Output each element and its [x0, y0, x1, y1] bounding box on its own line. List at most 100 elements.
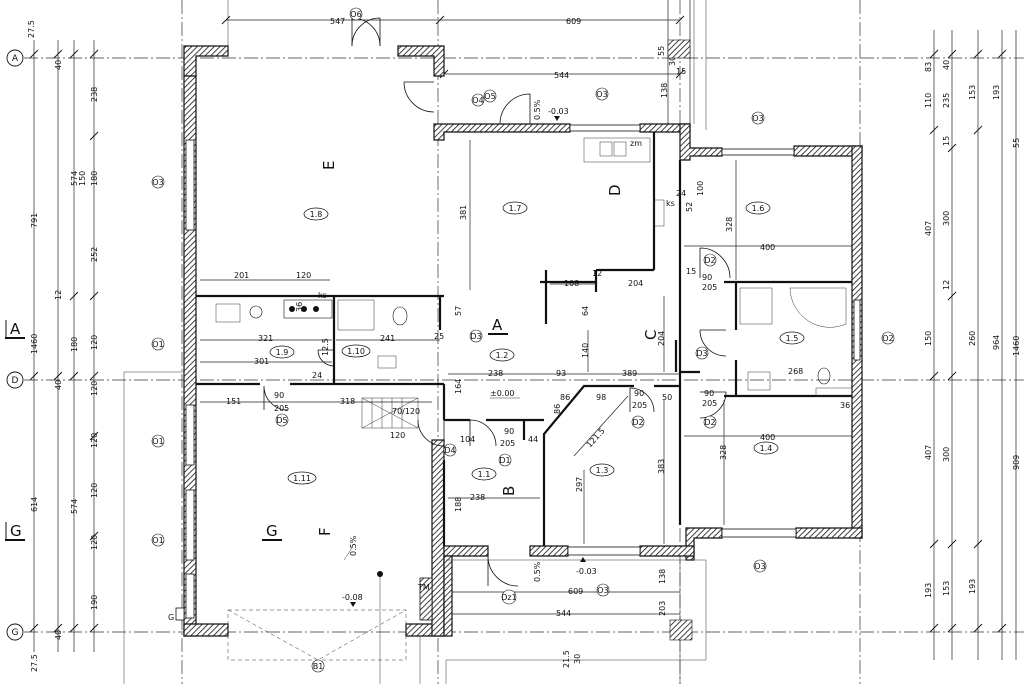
svg-text:108: 108 [564, 279, 579, 288]
svg-text:100: 100 [696, 181, 705, 196]
svg-text:D4: D4 [444, 446, 455, 455]
svg-text:40: 40 [54, 380, 63, 390]
tag-o3-bottom-right: O3 [753, 559, 767, 573]
svg-text:193: 193 [992, 85, 1001, 100]
svg-text:64: 64 [581, 306, 590, 316]
svg-text:120: 120 [296, 271, 311, 280]
svg-text:140: 140 [581, 343, 590, 358]
svg-text:909: 909 [1012, 455, 1021, 470]
svg-text:25: 25 [434, 332, 444, 341]
tag-o1-b: O1 [151, 434, 165, 448]
svg-text:-0.03: -0.03 [576, 567, 597, 576]
svg-text:70/120: 70/120 [392, 407, 420, 416]
svg-text:400: 400 [760, 243, 775, 252]
svg-text:52: 52 [685, 202, 694, 212]
svg-text:D2: D2 [704, 256, 715, 265]
svg-text:120: 120 [90, 483, 99, 498]
svg-text:12: 12 [942, 280, 951, 290]
svg-text:44: 44 [528, 435, 538, 444]
svg-text:204: 204 [628, 279, 643, 288]
svg-text:407: 407 [924, 445, 933, 460]
section-marker-a-left: A [5, 320, 25, 339]
svg-text:90: 90 [702, 273, 712, 282]
tag-d3-a: D3 [695, 346, 709, 360]
svg-text:544: 544 [556, 609, 571, 618]
tag-o5: O5 [483, 89, 497, 103]
svg-text:1.9: 1.9 [276, 348, 289, 357]
svg-text:E: E [320, 161, 338, 170]
svg-text:12: 12 [54, 290, 63, 300]
tag-d2-b: D2 [631, 415, 645, 429]
section-marker-a-inner: A [488, 316, 508, 335]
svg-text:400: 400 [760, 433, 775, 442]
svg-text:138: 138 [660, 83, 669, 98]
room-1-3: 1.3 C [589, 330, 660, 477]
terrace-outlines [123, 0, 707, 684]
windows [185, 124, 861, 619]
svg-text:Dz1: Dz1 [501, 593, 516, 602]
section-marker-g-inner: G [262, 522, 282, 541]
svg-text:0.5%: 0.5% [533, 99, 542, 120]
svg-text:55: 55 [657, 46, 666, 56]
room-labels: 1.8 E 1.7 D 1.6 1.5 1.4 1.3 C 1.2 [269, 161, 805, 536]
section-marker-g-left: G [5, 522, 25, 541]
svg-text:D1: D1 [499, 456, 510, 465]
svg-text:O1: O1 [152, 536, 163, 545]
svg-text:1.6: 1.6 [752, 204, 765, 213]
svg-text:86: 86 [560, 393, 570, 402]
tag-o6: O6 [349, 7, 363, 21]
svg-text:300: 300 [942, 211, 951, 226]
svg-text:0.5%: 0.5% [349, 535, 358, 556]
svg-text:40: 40 [942, 60, 951, 70]
stair: 70/120 [361, 397, 420, 429]
svg-text:O3: O3 [754, 562, 765, 571]
svg-text:21.5: 21.5 [562, 650, 571, 668]
svg-text:1.11: 1.11 [293, 474, 311, 483]
tag-o2: O2 [881, 331, 895, 345]
svg-text:O3: O3 [152, 178, 163, 187]
svg-text:180: 180 [70, 337, 79, 352]
tag-o4: O4 [471, 93, 485, 107]
svg-text:164: 164 [454, 379, 463, 394]
svg-text:D3: D3 [470, 332, 481, 341]
interior-dimensions: 201 120 381 328 400 100 52 24 108 204 57… [200, 140, 852, 668]
svg-text:318: 318 [340, 397, 355, 406]
svg-text:O1: O1 [152, 437, 163, 446]
svg-text:90: 90 [634, 389, 644, 398]
svg-text:90: 90 [504, 427, 514, 436]
svg-text:90: 90 [704, 389, 714, 398]
tag-d3-b: D3 [469, 329, 483, 343]
svg-text:321: 321 [258, 334, 273, 343]
svg-text:205: 205 [702, 283, 717, 292]
svg-text:205: 205 [702, 399, 717, 408]
tag-d2-a: D2 [703, 253, 717, 267]
svg-text:964: 964 [992, 335, 1001, 350]
svg-text:0.5%: 0.5% [533, 561, 542, 582]
room-1-9: 1.9 [269, 345, 295, 359]
svg-text:B: B [500, 486, 518, 496]
svg-text:zm: zm [630, 139, 642, 148]
tag-b1: B1 [311, 659, 325, 673]
svg-text:120: 120 [90, 535, 99, 550]
room-1-5: 1.5 [779, 331, 805, 345]
svg-text:328: 328 [719, 445, 728, 460]
svg-text:O2: O2 [882, 334, 893, 343]
svg-text:235: 235 [942, 93, 951, 108]
svg-text:D2: D2 [632, 418, 643, 427]
room-1-10: 1.10 [341, 344, 371, 358]
svg-text:G: G [266, 522, 278, 540]
svg-text:120: 120 [90, 381, 99, 396]
svg-text:1460: 1460 [1012, 336, 1021, 356]
svg-text:12.5: 12.5 [321, 338, 330, 356]
svg-text:389: 389 [622, 369, 637, 378]
room-1-2: 1.2 [489, 348, 515, 362]
svg-text:D3: D3 [696, 349, 707, 358]
svg-text:383: 383 [657, 459, 666, 474]
svg-text:1460: 1460 [30, 334, 39, 354]
svg-text:A: A [12, 54, 19, 64]
svg-text:252: 252 [90, 247, 99, 262]
svg-text:121.5: 121.5 [585, 426, 607, 449]
tag-o1-a: O1 [151, 337, 165, 351]
svg-text:55: 55 [1012, 138, 1021, 148]
svg-text:204: 204 [657, 331, 666, 346]
